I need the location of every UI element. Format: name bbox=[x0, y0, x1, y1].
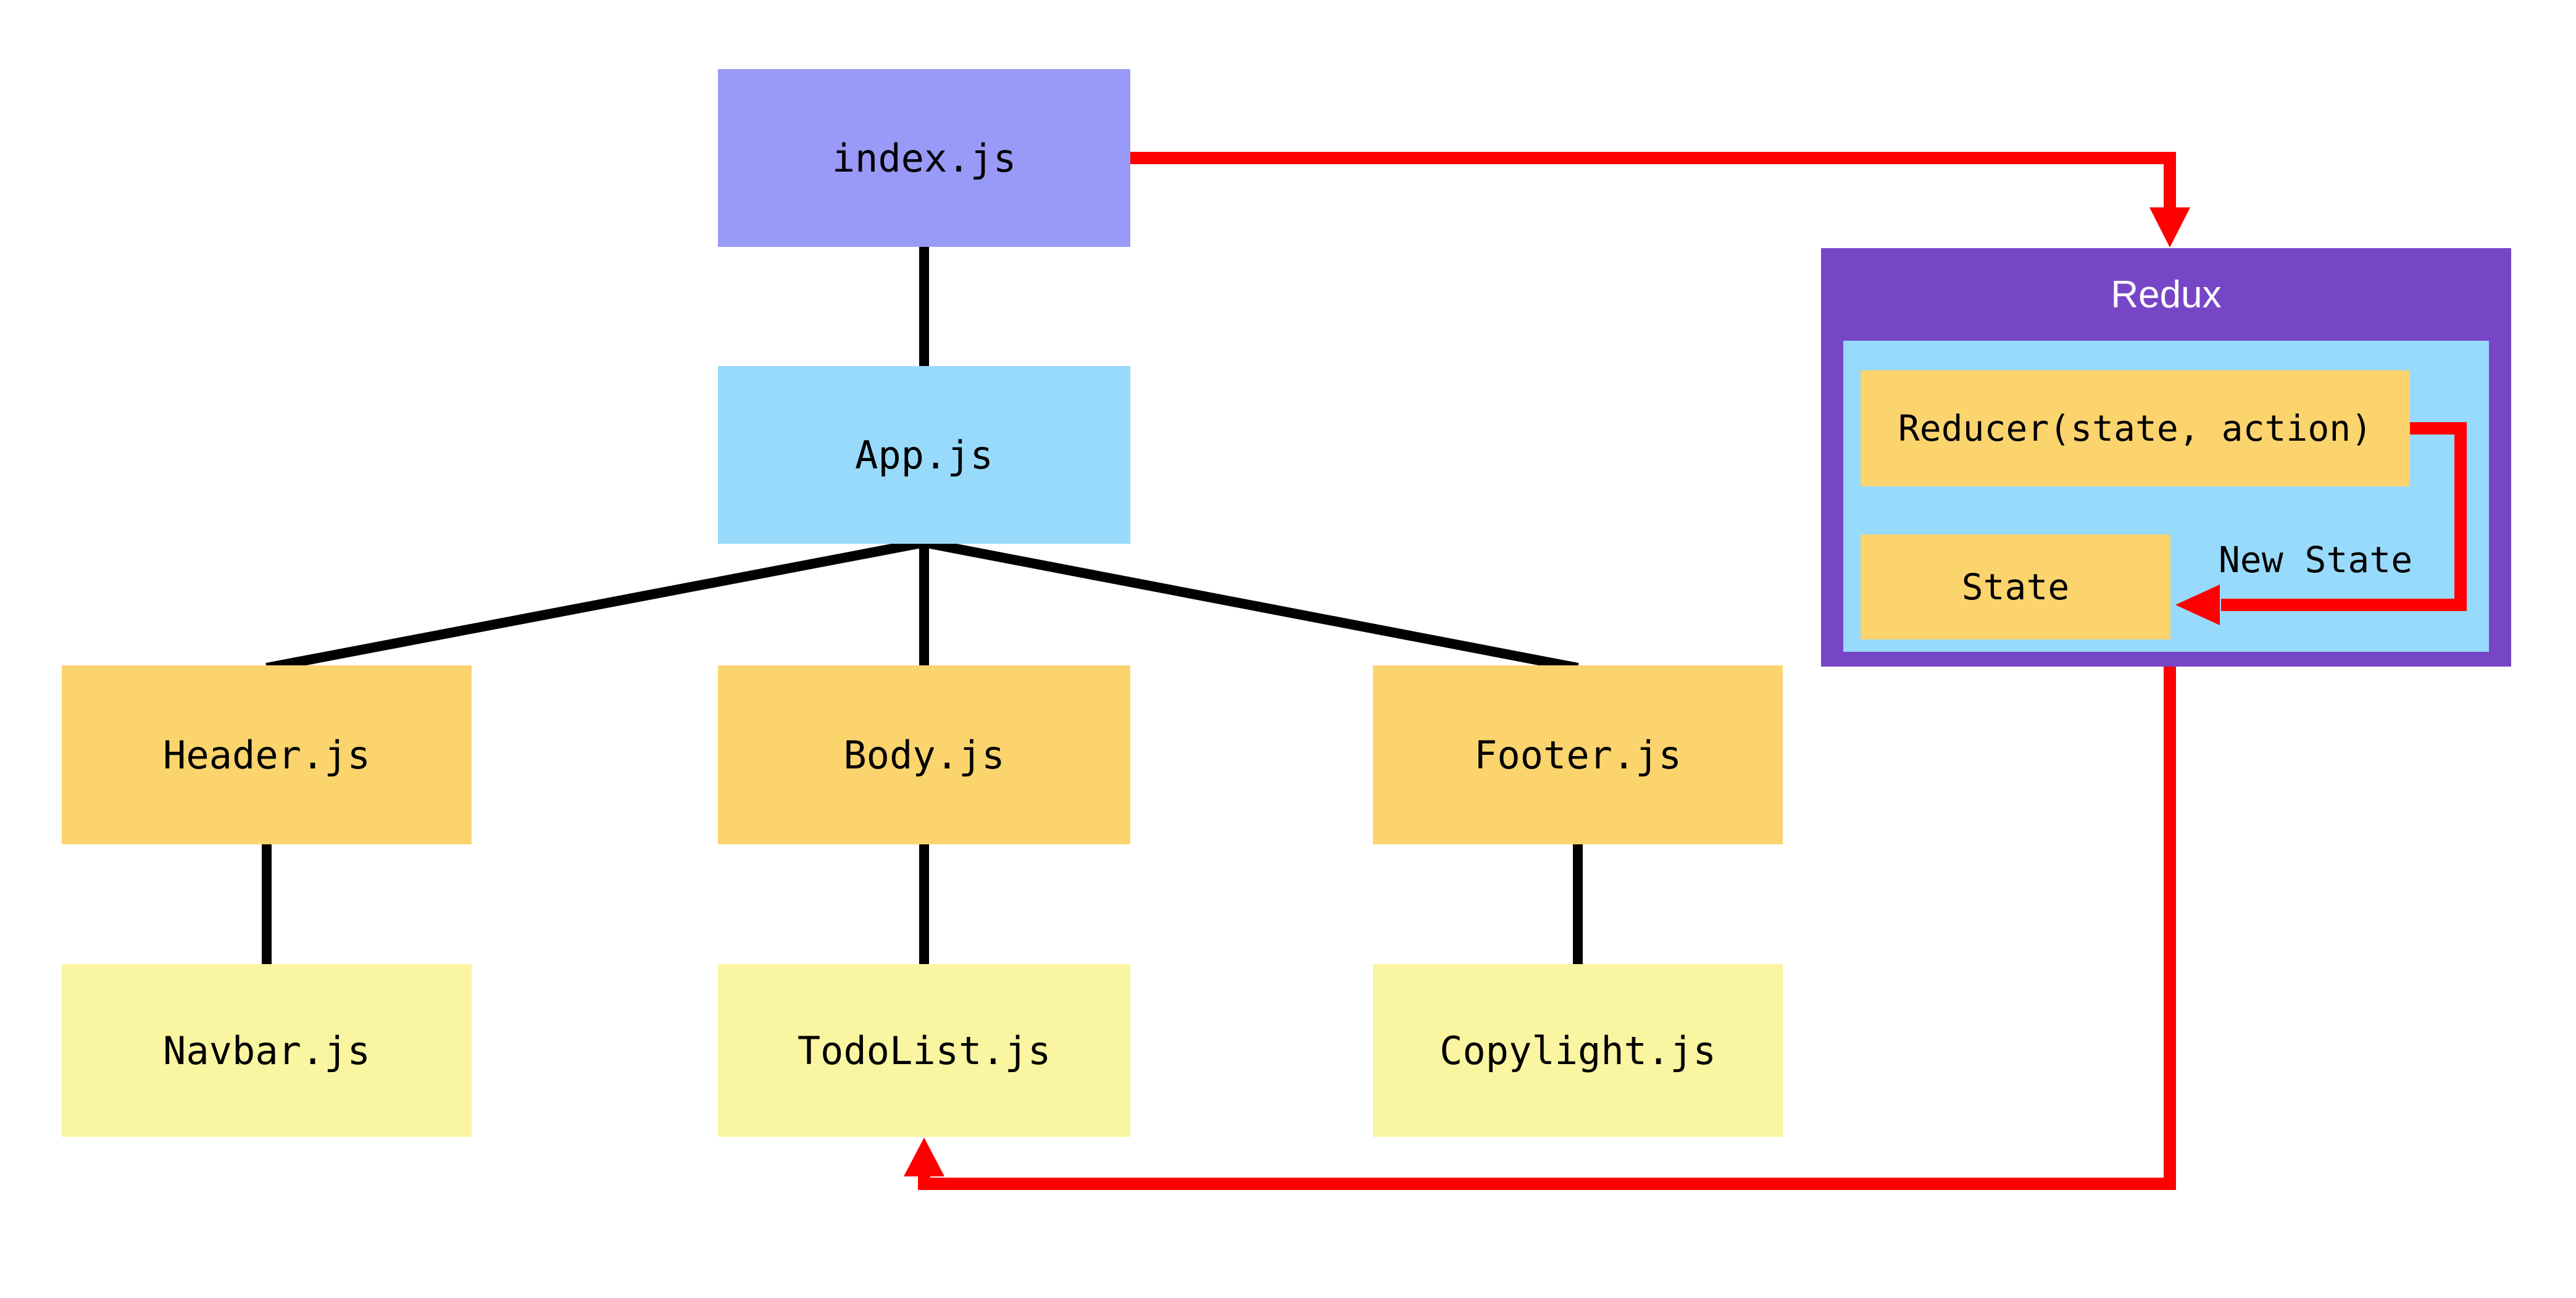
arrowhead-into-redux bbox=[2149, 207, 2190, 248]
node-footer-js-label: Footer.js bbox=[1474, 732, 1682, 778]
edge-app-to-footer bbox=[923, 538, 1579, 673]
new-state-label: New State bbox=[2218, 539, 2413, 581]
node-navbar-js: Navbar.js bbox=[62, 964, 472, 1137]
node-todolist-js: TodoList.js bbox=[718, 964, 1130, 1137]
state-box-label: State bbox=[1961, 566, 2070, 608]
node-header-js-label: Header.js bbox=[163, 732, 370, 778]
arrowhead-into-todolist bbox=[904, 1138, 944, 1176]
edge-app-to-header bbox=[265, 538, 925, 673]
node-navbar-js-label: Navbar.js bbox=[163, 1028, 370, 1073]
redux-container: Redux Reducer(state, action) State New S… bbox=[1821, 248, 2511, 667]
node-footer-js: Footer.js bbox=[1373, 665, 1783, 844]
reducer-box-label: Reducer(state, action) bbox=[1898, 407, 2373, 449]
node-body-js: Body.js bbox=[718, 665, 1130, 844]
node-copylight-js: Copylight.js bbox=[1373, 964, 1783, 1137]
node-index-js: index.js bbox=[718, 69, 1130, 247]
redux-store-panel: Reducer(state, action) State New State bbox=[1843, 341, 2489, 652]
reducer-box: Reducer(state, action) bbox=[1861, 370, 2410, 486]
node-app-js: App.js bbox=[718, 366, 1130, 544]
redux-title: Redux bbox=[2111, 273, 2222, 316]
node-header-js: Header.js bbox=[62, 665, 472, 844]
node-index-js-label: index.js bbox=[832, 135, 1017, 181]
node-copylight-js-label: Copylight.js bbox=[1440, 1028, 1716, 1073]
node-todolist-js-label: TodoList.js bbox=[797, 1028, 1051, 1073]
arrow-index-to-redux-line bbox=[1130, 152, 2176, 209]
node-body-js-label: Body.js bbox=[843, 732, 1005, 778]
state-box: State bbox=[1861, 535, 2170, 639]
node-app-js-label: App.js bbox=[855, 432, 993, 478]
